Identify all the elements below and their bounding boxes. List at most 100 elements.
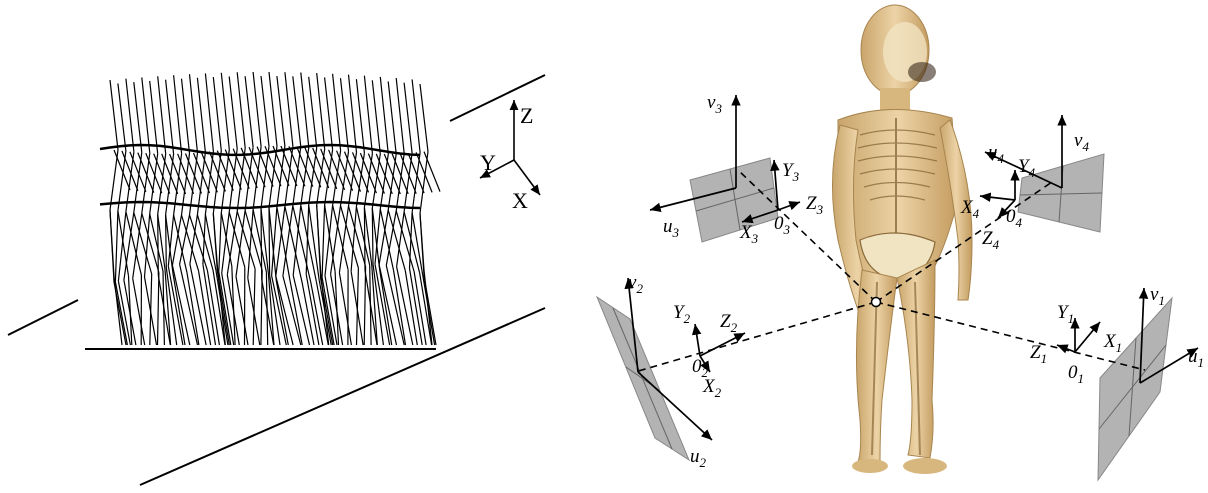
camera-2-y-axis	[695, 324, 700, 356]
camera-1-y-label: Y1	[1057, 302, 1074, 326]
x-axis-label: X	[512, 188, 528, 213]
camera-4-y-label: Y4	[1018, 156, 1036, 180]
stick-segment	[293, 205, 301, 275]
floor-line-left	[8, 300, 78, 335]
stick-segment	[158, 273, 159, 345]
stick-segment	[368, 154, 384, 194]
stick-segment	[229, 77, 237, 149]
camera-2-v-label: v2	[628, 272, 643, 296]
stick-segment	[317, 73, 325, 149]
camera-3-u-label: u3	[663, 216, 680, 240]
stick-segment	[142, 78, 150, 154]
stick-segment	[364, 267, 365, 345]
stick-segment	[115, 211, 118, 282]
image-plane-1	[1098, 298, 1172, 480]
stick-segment	[277, 76, 285, 146]
stick-segment	[285, 146, 293, 206]
projection-ray-2	[635, 302, 876, 372]
stick-segment	[416, 152, 432, 192]
stick-segment	[166, 154, 174, 215]
image-plane-3	[690, 158, 778, 242]
stick-segment	[412, 152, 420, 212]
stick-segment	[205, 152, 213, 215]
stick-segment	[203, 214, 206, 264]
stick-segment	[126, 212, 141, 275]
stick-segment	[329, 150, 345, 190]
stick-segment	[392, 154, 408, 194]
stick-segment	[269, 146, 277, 208]
stick-segment	[261, 76, 269, 146]
stick-segment	[380, 77, 388, 154]
stick-segment	[174, 154, 182, 215]
stick-segment	[150, 81, 158, 154]
stick-segment	[110, 150, 118, 210]
stick-segment	[110, 210, 114, 282]
stick-segment	[322, 205, 325, 277]
stick-segment	[213, 77, 221, 151]
stick-segment	[245, 76, 253, 147]
stick-segment	[313, 148, 329, 188]
stick-segment	[237, 72, 245, 148]
stick-segment	[364, 207, 365, 270]
camera-1-origin-label: 01	[1068, 362, 1084, 386]
stick-segment	[404, 153, 412, 212]
stick-segment	[213, 151, 221, 214]
stick-segment	[134, 82, 142, 153]
camera-4-u-label: u4	[988, 142, 1005, 166]
stick-segment	[261, 209, 262, 280]
stick-segment	[301, 73, 309, 148]
stick-segment	[158, 214, 165, 269]
stick-segment	[412, 79, 420, 152]
stick-segment	[376, 154, 392, 194]
stick-segment	[420, 213, 424, 276]
stick-segment	[187, 272, 199, 345]
stick-segment	[205, 73, 213, 151]
camera-3-v-label: v3	[707, 92, 722, 116]
camera-1-x-axis	[1075, 322, 1100, 352]
stick-segment	[293, 76, 301, 146]
camera-1-u-label: u1	[1188, 346, 1204, 370]
stick-segment	[333, 205, 349, 270]
stick-segment	[353, 152, 369, 192]
camera-setup-panel: v1 u1 Y1 X1 Z1 01 v2 u2 Y2 Z2 X2 02 v3 u…	[597, 5, 1204, 480]
y-axis-label: Y	[480, 150, 496, 175]
stick-segment	[158, 214, 159, 275]
stick-segment	[372, 80, 380, 154]
camera-3-z-label: Z3	[806, 193, 824, 217]
camera-4-x-label: X4	[960, 197, 980, 221]
stick-segment	[248, 210, 253, 279]
stick-segment	[253, 72, 261, 147]
stick-segment	[289, 146, 305, 186]
camera-2-u-label: u2	[690, 446, 707, 470]
walking-stick-figure-panel: Z Y X	[8, 72, 545, 485]
stick-segment	[166, 80, 174, 154]
stick-segment	[293, 147, 301, 206]
camera-1-z-label: Z1	[1030, 342, 1047, 366]
camera-2-y-label: Y2	[673, 302, 691, 326]
stick-segment	[172, 215, 181, 265]
world-point-marker	[872, 298, 881, 307]
stick-segment	[388, 82, 396, 154]
stick-segment	[269, 72, 277, 146]
camera-4-x-axis	[980, 196, 1015, 200]
stick-segment	[396, 78, 404, 154]
stick-segment	[420, 84, 428, 152]
stick-segment	[126, 79, 134, 152]
stick-segment	[221, 73, 229, 150]
stick-segment	[174, 75, 182, 154]
stick-segment	[245, 147, 253, 210]
stick-segment	[158, 76, 166, 154]
floor-line-front	[140, 308, 545, 485]
z-axis-label: Z	[520, 103, 533, 128]
stick-segment	[364, 76, 372, 154]
stick-segment	[110, 80, 118, 150]
stick-segment	[360, 153, 376, 193]
stick-segment	[333, 74, 341, 151]
stick-segment	[182, 79, 190, 154]
stick-segment	[424, 152, 440, 192]
camera-1-v-label: v1	[1150, 284, 1165, 308]
stick-segment	[229, 149, 237, 213]
camera-3-y-label: Y3	[782, 160, 800, 184]
camera-3-x-label: X3	[739, 222, 759, 246]
